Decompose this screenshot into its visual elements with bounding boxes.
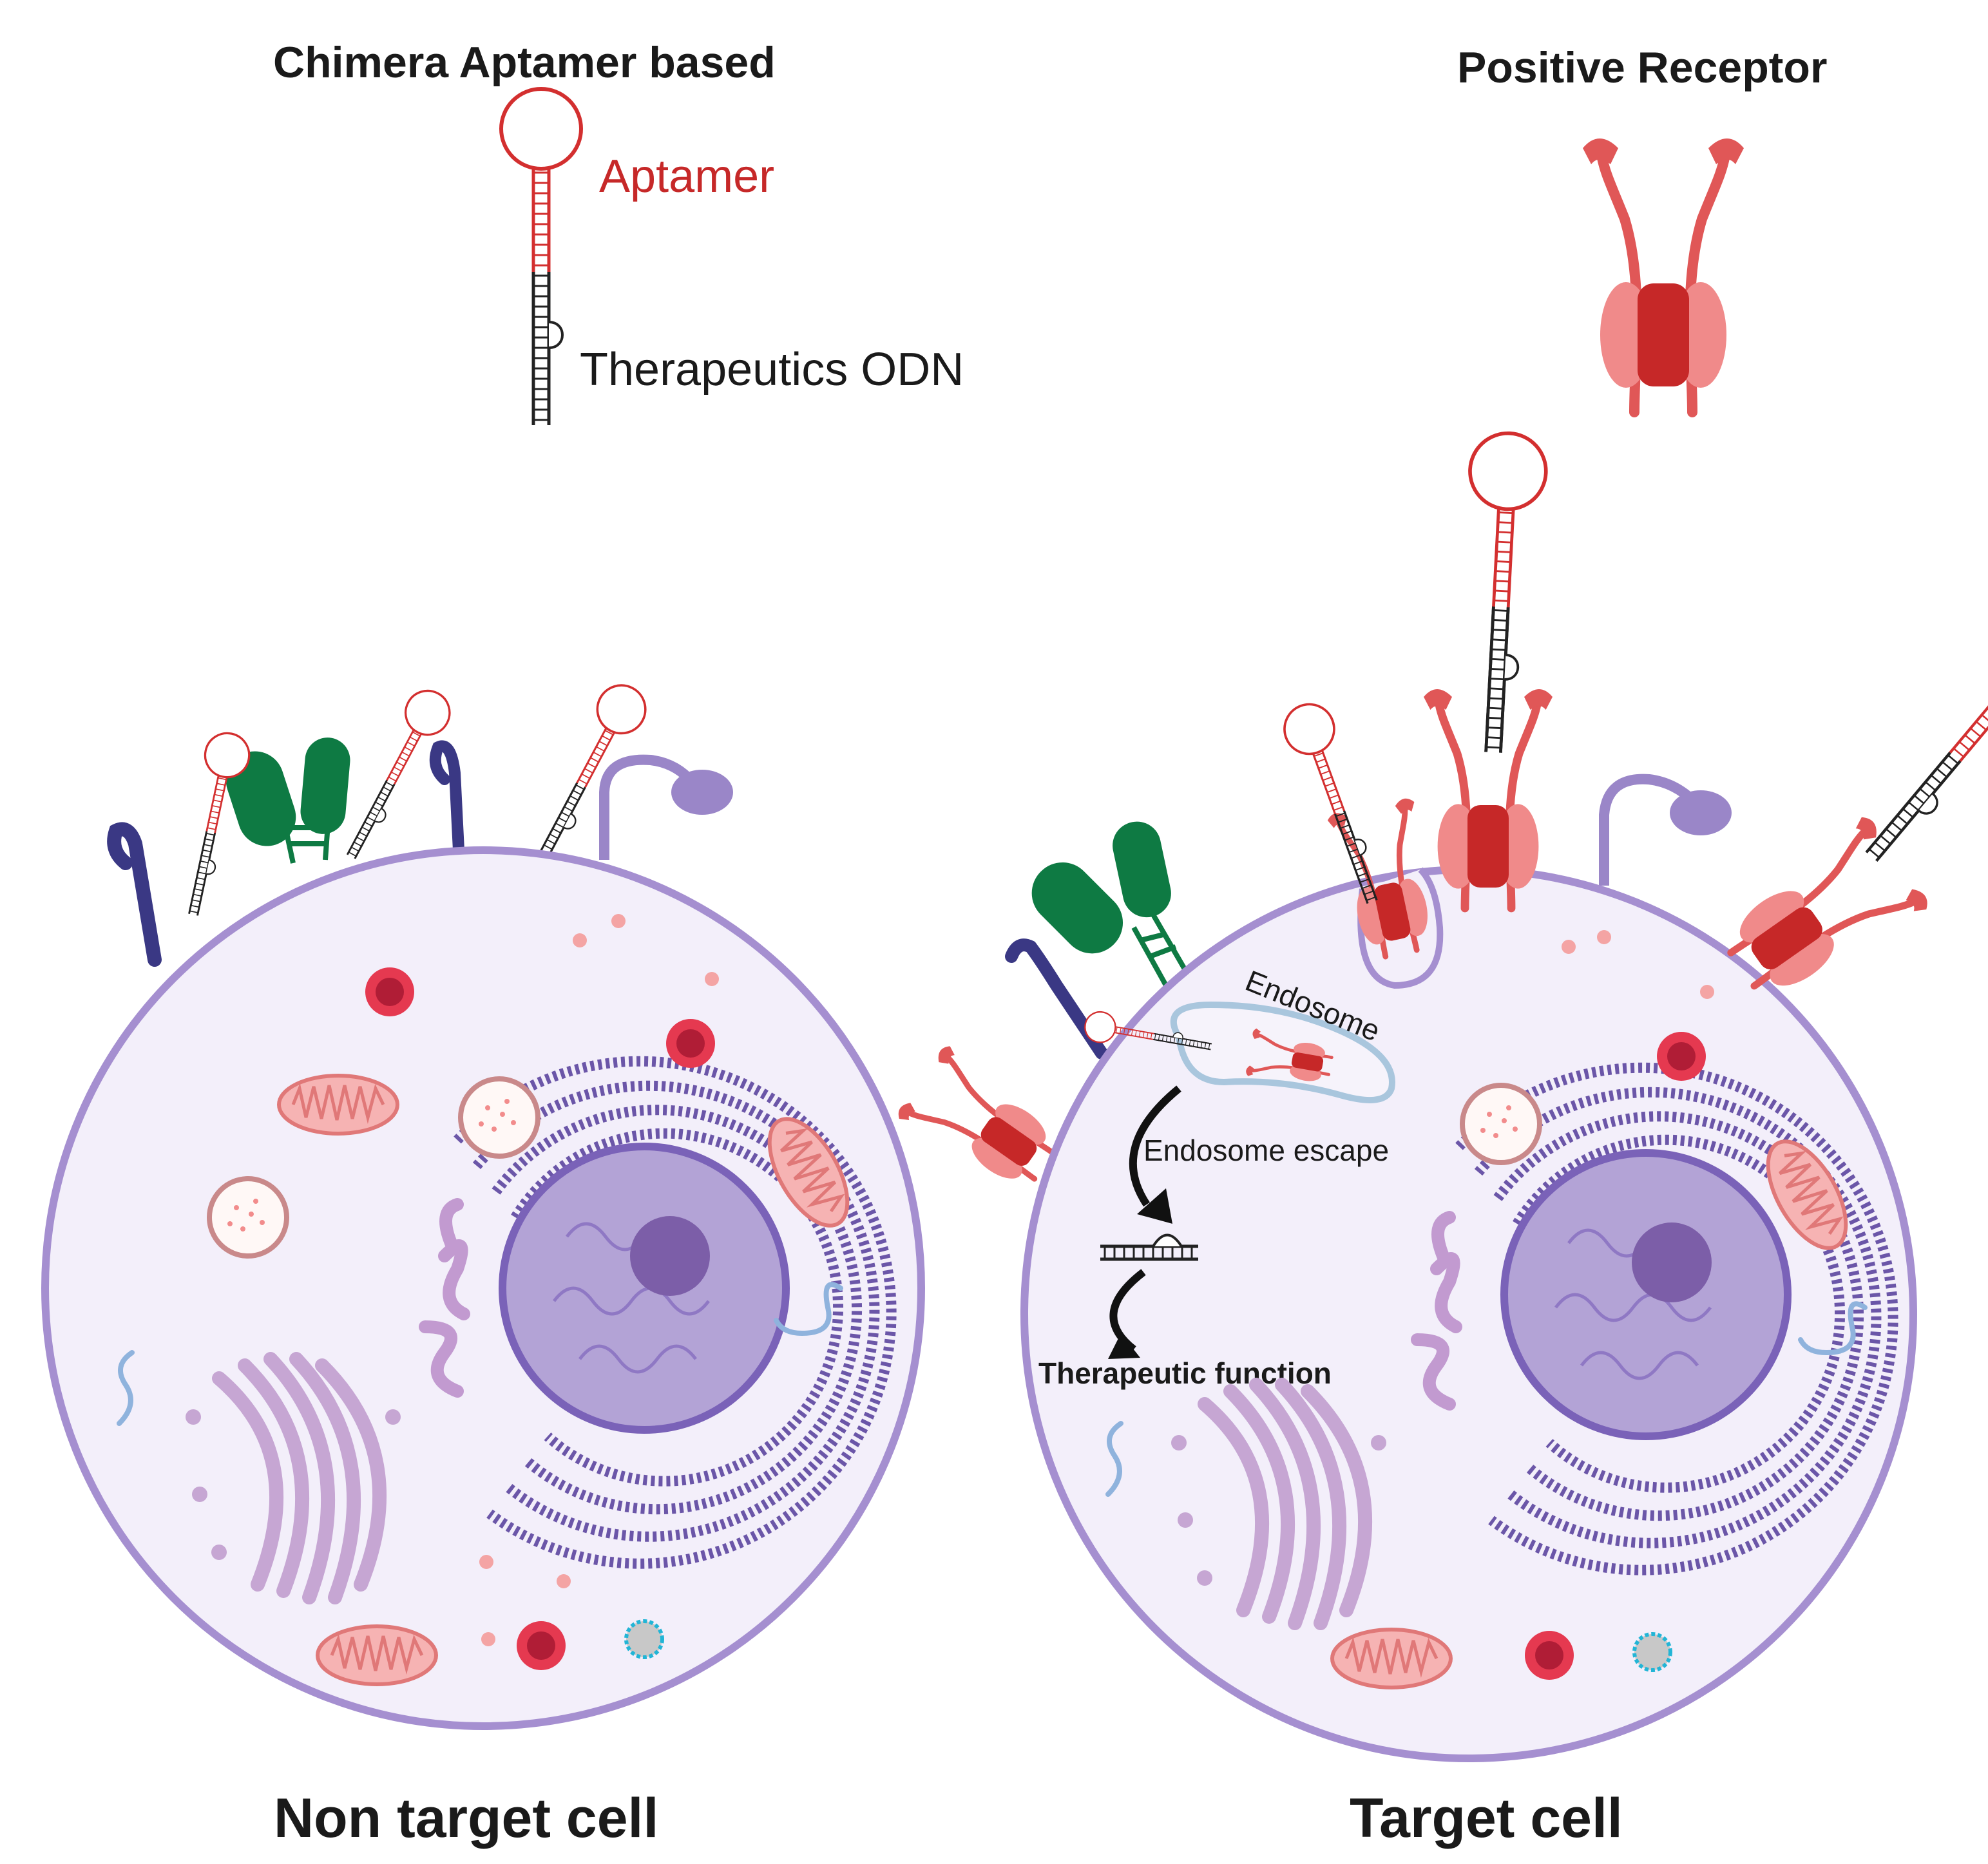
red-granule — [517, 1621, 566, 1670]
target-cell-caption: Target cell — [1350, 1787, 1623, 1849]
legend-chimera-aptamer: Chimera Aptamer based Aptamer Therapeuti… — [273, 38, 964, 425]
escape-arrow — [1129, 1085, 1181, 1207]
lavender-receptor — [1599, 774, 1732, 886]
rna-strand — [1798, 1301, 1868, 1356]
vesicle — [461, 1079, 538, 1156]
lavender-receptor — [599, 754, 733, 860]
mitochondrion — [318, 1626, 436, 1684]
aptamer-label: Aptamer — [599, 151, 774, 202]
released-odn — [1100, 1233, 1198, 1261]
vesicle — [209, 1179, 287, 1256]
legend-positive-receptor: Positive Receptor — [1457, 43, 1827, 412]
arrow-head — [1137, 1188, 1172, 1224]
rna-strand — [1105, 1421, 1123, 1497]
mitochondrion — [1332, 1630, 1451, 1688]
therapeutics-odn-label: Therapeutics ODN — [580, 344, 964, 395]
navy-receptor — [429, 740, 464, 856]
green-receptor — [225, 737, 350, 864]
red-granule — [666, 1019, 715, 1068]
cell-membrane — [41, 846, 925, 1730]
red-granule — [1525, 1631, 1574, 1680]
legend-aptamer-heading: Chimera Aptamer based — [273, 38, 776, 87]
chimera-aptamer-bound — [1846, 616, 1988, 879]
navy-receptor — [1005, 938, 1108, 1060]
green-receptor — [1031, 821, 1191, 987]
navy-receptor — [107, 822, 162, 967]
non-target-cell-caption: Non target cell — [274, 1787, 658, 1849]
mitochondrion — [279, 1076, 397, 1134]
lysosome — [1632, 1632, 1672, 1672]
rna-strand — [117, 1350, 135, 1426]
arrow-head — [1108, 1333, 1140, 1359]
target-cell: Endosome Endosome escape Therapeutic fun… — [895, 432, 1988, 1849]
red-granule — [365, 967, 414, 1016]
rna-strand — [774, 1282, 843, 1336]
smooth-er — [1411, 1211, 1462, 1411]
red-granule — [1657, 1032, 1706, 1081]
non-target-cell: Non target cell — [41, 676, 925, 1849]
smooth-er — [419, 1198, 470, 1398]
chimera-aptamer-unbound — [515, 676, 655, 879]
lysosome — [624, 1619, 664, 1659]
chimera-aptamer-icon — [501, 89, 581, 425]
vesicle — [1462, 1085, 1540, 1163]
endosome — [1082, 1001, 1395, 1103]
positive-receptor-icon — [1583, 138, 1744, 412]
endosome-escape-label: Endosome escape — [1143, 1134, 1389, 1167]
legend-receptor-heading: Positive Receptor — [1457, 43, 1827, 92]
